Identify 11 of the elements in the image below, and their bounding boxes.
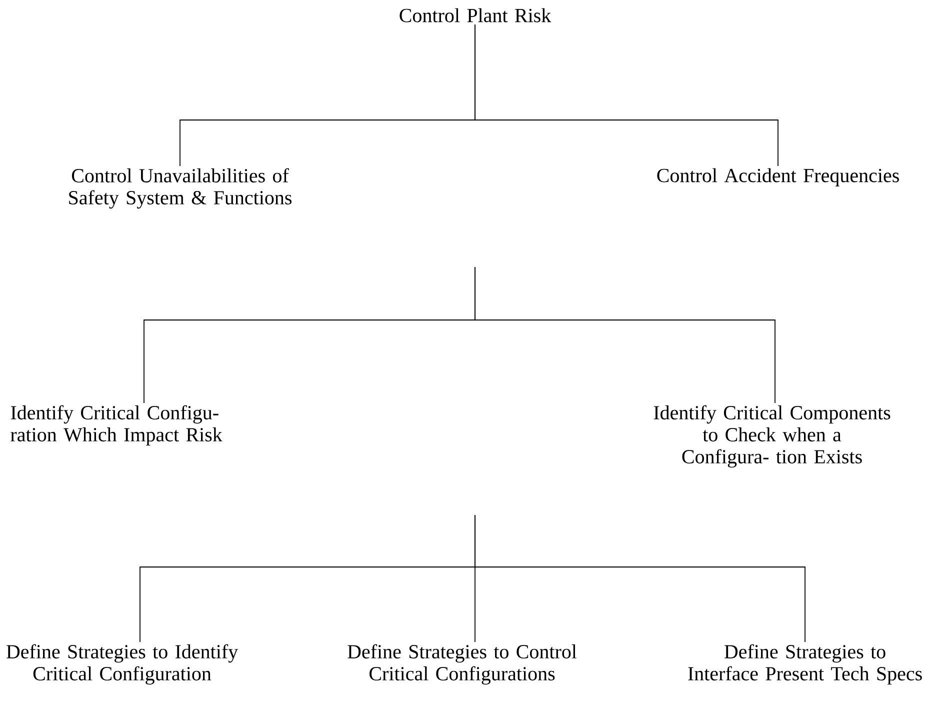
text-label: Control Unavailabilities of Safety System & Functions bbox=[69, 168, 292, 209]
connector-line bbox=[474, 514, 806, 642]
text-label: Define Strategies to Identify Critical Configuration bbox=[6, 644, 238, 685]
text-label: Define Strategies to Interface Present Tech Specs bbox=[688, 644, 922, 685]
connector-line bbox=[474, 266, 776, 404]
text-label: Identify Critical Components to Check when a Configura- tion Exists bbox=[654, 405, 890, 468]
text-label: Identify Critical Configu- ration Which Impact Risk bbox=[10, 405, 222, 446]
text-label: Define Strategies to Control Critical Configurations bbox=[348, 644, 577, 685]
text-label: Control Accident Frequencies bbox=[657, 168, 899, 186]
connector-line bbox=[474, 24, 778, 166]
text-label: Control Plant Risk bbox=[400, 8, 552, 22]
